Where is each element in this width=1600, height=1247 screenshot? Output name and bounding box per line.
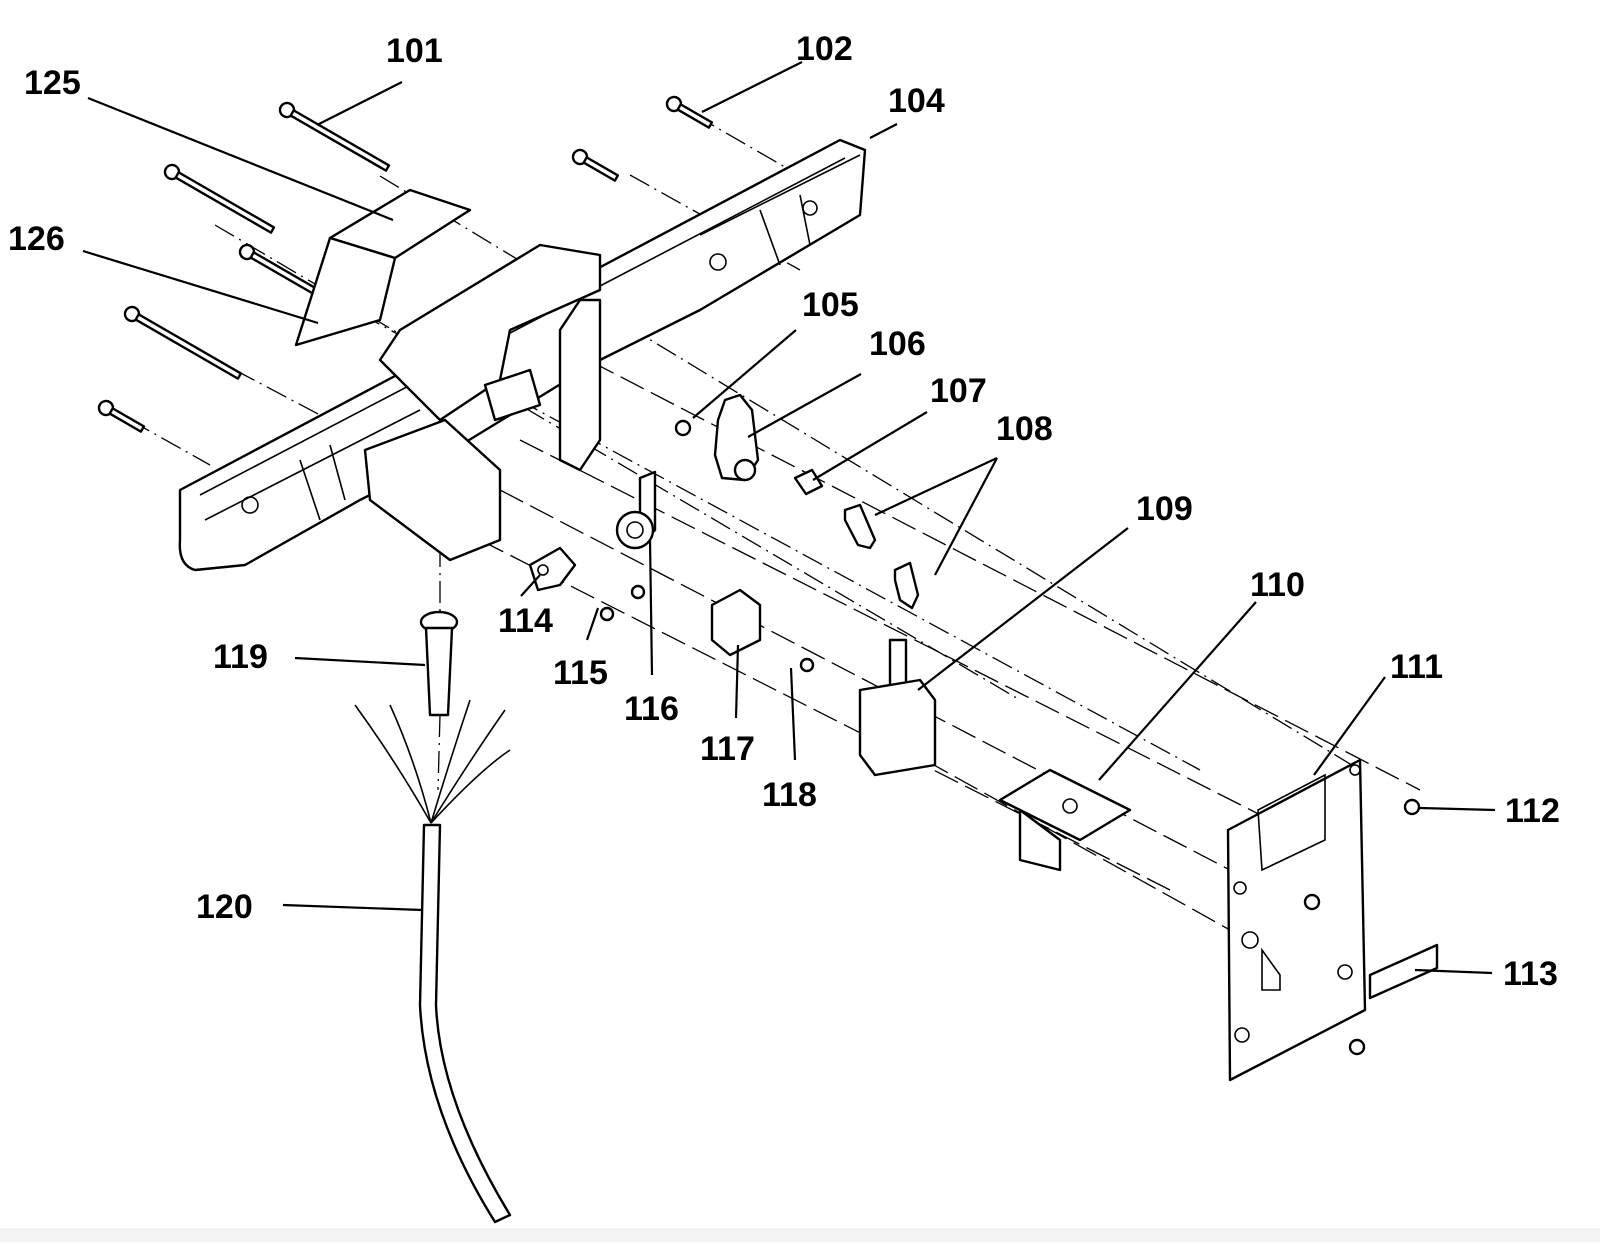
label-109: 109 <box>1136 490 1193 528</box>
screw <box>665 95 714 129</box>
leader-118 <box>789 667 797 761</box>
leader-104 <box>869 123 898 139</box>
screw <box>123 305 243 380</box>
leader-105 <box>692 329 797 419</box>
switch-cover <box>998 768 1132 872</box>
handle-frame <box>178 138 867 572</box>
screw <box>1303 893 1321 911</box>
label-120: 120 <box>196 888 253 926</box>
spring-pin <box>793 468 824 496</box>
axis-line <box>437 714 441 791</box>
screw <box>278 101 391 172</box>
label-118: 118 <box>762 776 817 814</box>
cover-plate <box>1226 758 1367 1082</box>
leader-126 <box>82 249 319 325</box>
label-115: 115 <box>553 654 608 692</box>
label-112: 112 <box>1505 792 1560 830</box>
power-cord <box>354 699 512 1224</box>
axis-line <box>924 759 1231 931</box>
label-104: 104 <box>888 82 945 120</box>
label-101: 101 <box>386 32 443 70</box>
leader-119 <box>294 656 426 667</box>
label-110: 110 <box>1250 566 1305 604</box>
leader-113 <box>1414 968 1493 975</box>
leader-112 <box>1419 806 1496 812</box>
label-126: 126 <box>8 220 65 258</box>
cord-sleeve <box>419 610 459 717</box>
leader-109 <box>917 527 1129 691</box>
label-102: 102 <box>796 30 853 68</box>
leader-116 <box>648 539 654 676</box>
label-105: 105 <box>802 286 859 324</box>
leader-108b <box>934 457 998 576</box>
leader-115 <box>585 607 600 641</box>
terminal-block <box>710 588 762 657</box>
short-screws <box>571 95 714 182</box>
cord-clamp <box>528 546 577 592</box>
label-plate <box>1368 943 1439 1000</box>
bottom-strip <box>0 1228 1600 1242</box>
label-116: 116 <box>624 690 679 728</box>
top-cover <box>294 188 472 347</box>
leader-117 <box>734 644 740 719</box>
clips <box>843 503 920 610</box>
terminal-screw <box>799 657 815 673</box>
switch <box>858 638 937 777</box>
leader-101 <box>316 81 403 126</box>
knob-bracket <box>615 470 657 550</box>
screw <box>97 399 146 433</box>
leader-120 <box>282 903 423 912</box>
leader-108a <box>874 457 998 516</box>
label-113: 113 <box>1503 955 1558 993</box>
label-114: 114 <box>498 602 553 640</box>
label-117: 117 <box>700 730 755 768</box>
leader-102 <box>701 61 803 113</box>
label-125: 125 <box>24 64 81 102</box>
label-106: 106 <box>869 325 926 363</box>
axis-line <box>479 539 1171 891</box>
screw <box>571 148 620 182</box>
long-screws <box>97 101 391 433</box>
screw <box>1348 1038 1366 1056</box>
plate-screws <box>1303 798 1421 1056</box>
clamp-screws <box>599 584 646 622</box>
axis-line <box>234 369 321 416</box>
screw <box>1403 798 1421 816</box>
label-111: 111 <box>1390 648 1443 686</box>
ball <box>674 419 692 437</box>
leader-lines <box>82 61 1496 975</box>
screw <box>163 163 276 234</box>
axis-line <box>529 329 1421 791</box>
trigger <box>713 393 760 482</box>
leader-125 <box>87 96 394 222</box>
leader-107 <box>812 411 928 481</box>
leader-106 <box>747 373 862 438</box>
leader-114 <box>520 574 541 597</box>
label-119: 119 <box>213 638 268 676</box>
leader-110 <box>1098 601 1257 781</box>
label-107: 107 <box>930 372 987 410</box>
label-108: 108 <box>996 410 1053 448</box>
leader-111 <box>1313 676 1386 776</box>
axis-line <box>264 261 1201 771</box>
reference-labels: 101 102 104 105 106 107 108 109 110 111 … <box>8 30 1560 993</box>
